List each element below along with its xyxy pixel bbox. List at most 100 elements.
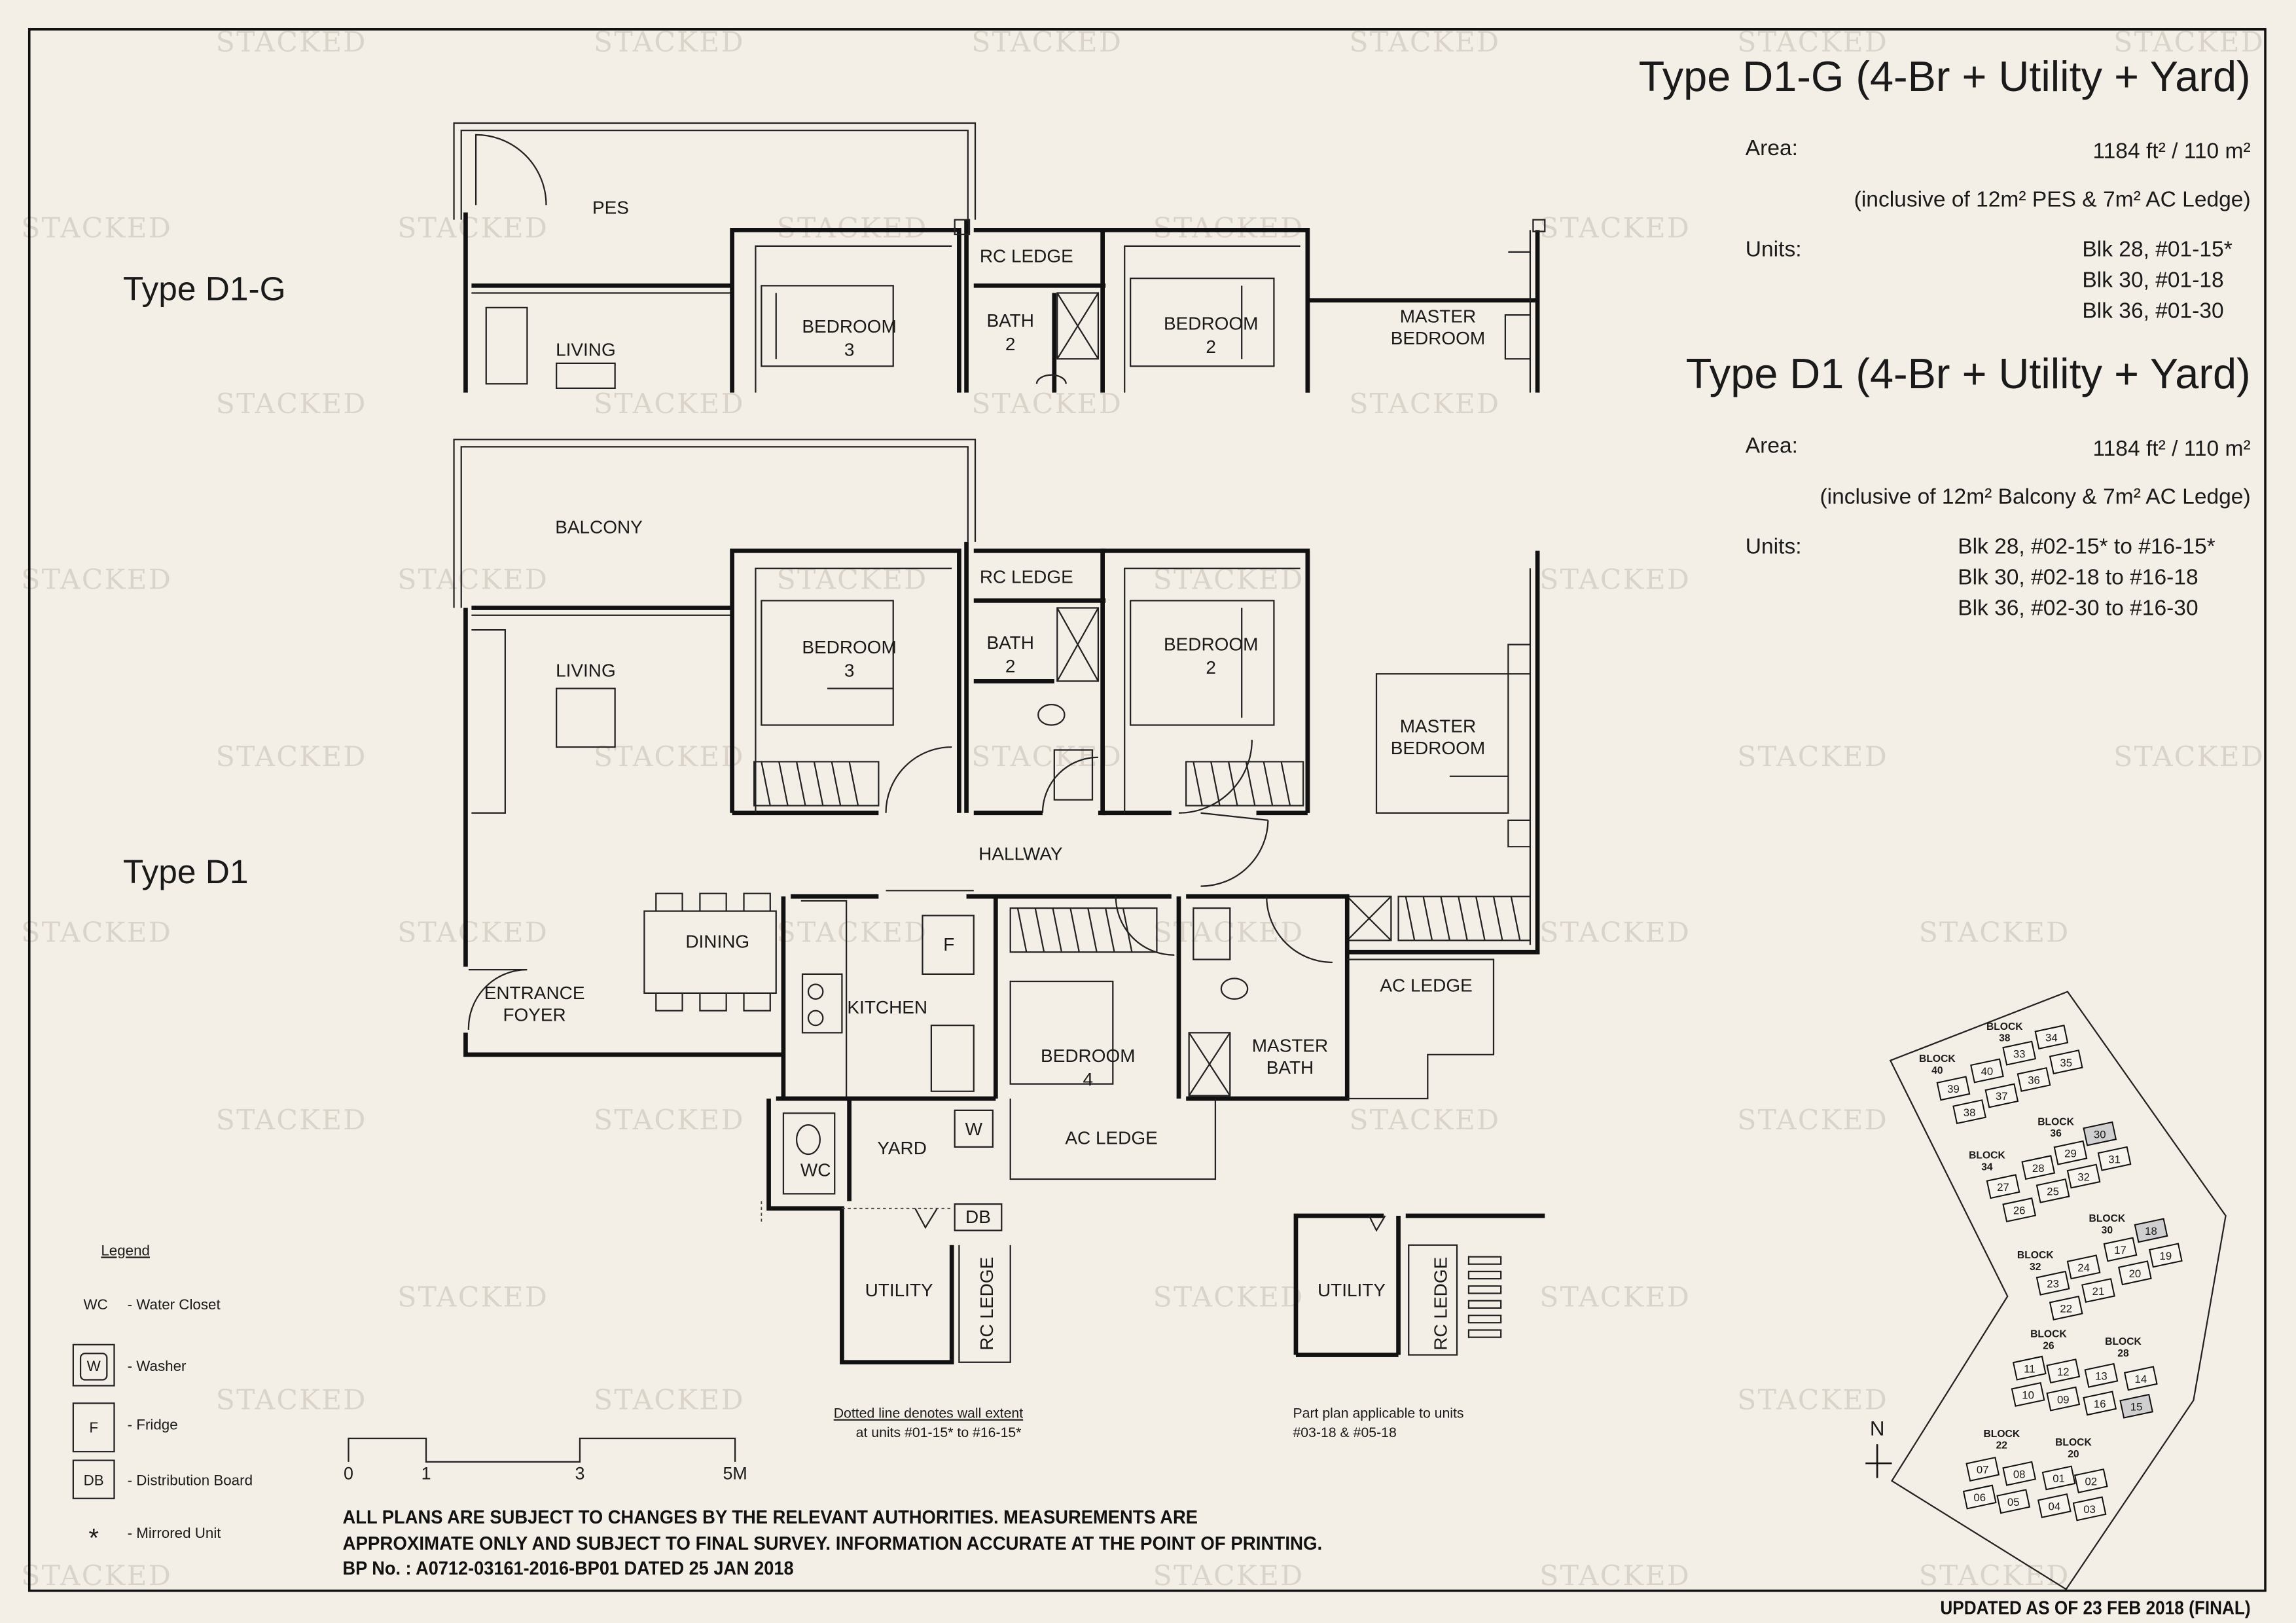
room-bedroom-4: BEDROOM [1041, 1046, 1135, 1066]
room-living: LIVING [556, 340, 616, 360]
site-unit-outline [2149, 1243, 2183, 1268]
site-unit-number: 02 [2085, 1476, 2097, 1488]
room-hallway: HALLWAY [978, 843, 1063, 864]
legend-label-fridge: - Fridge [128, 1417, 178, 1433]
site-unit-number: 30 [2094, 1128, 2106, 1140]
unit-line: Blk 28, #01-15* [2082, 238, 2232, 262]
washer-symbol: W [965, 1119, 983, 1139]
site-unit-outline [2119, 1393, 2154, 1419]
room-bedroom-2: BEDROOM [1164, 313, 1258, 333]
watermark: STACKED [1349, 1104, 1500, 1137]
type-d1-info: Type D1 (4-Br + Utility + Yard) Area: 11… [1686, 350, 2251, 621]
site-block-label: BLOCK [2017, 1250, 2054, 1261]
site-unit-number: 09 [2057, 1393, 2070, 1406]
watermark: STACKED [1539, 1282, 1691, 1314]
site-unit-number: 28 [2032, 1162, 2045, 1175]
site-unit-number: 39 [1947, 1083, 1960, 1095]
site-unit-outline [2021, 1155, 2056, 1180]
site-unit-outline [2034, 1025, 2069, 1050]
site-block-label: 40 [1931, 1065, 1943, 1076]
watermark: STACKED [1737, 741, 1888, 773]
area-label: Area: [1746, 433, 1798, 458]
unit-line: Blk 36, #02-30 to #16-30 [1958, 596, 2198, 621]
site-block-label: 30 [2102, 1225, 2113, 1236]
legend-label-wc: - Water Closet [128, 1296, 221, 1313]
watermark: STACKED [21, 1560, 172, 1592]
watermark: STACKED [1349, 388, 1500, 420]
type-d1g-title: Type D1-G (4-Br + Utility + Yard) [1639, 52, 2251, 100]
site-block-label: BLOCK [2037, 1116, 2074, 1127]
unit-line: Blk 28, #02-15* to #16-15* [1958, 535, 2215, 559]
plan-label-d1g: Type D1-G [123, 270, 286, 308]
room-master-bedroom-2: BEDROOM [1391, 328, 1485, 348]
watermark: STACKED [1539, 212, 1691, 244]
site-unit-number: 31 [2108, 1153, 2121, 1165]
watermark: STACKED [397, 1282, 548, 1314]
site-unit-outline [2041, 1465, 2076, 1491]
site-unit-outline [2049, 1295, 2083, 1321]
dotted-line-note: Dotted line denotes wall extent [834, 1406, 1024, 1421]
unit-line: Blk 30, #02-18 to #16-18 [1958, 566, 2198, 590]
site-unit-outline [2053, 1140, 2088, 1165]
site-unit-number: 04 [2049, 1501, 2061, 1513]
watermark: STACKED [216, 1384, 367, 1416]
site-unit-number: 21 [2092, 1285, 2105, 1298]
area-label: Area: [1746, 136, 1798, 160]
watermark: STACKED [1153, 1282, 1304, 1314]
site-unit-number: 14 [2135, 1373, 2147, 1385]
site-block-label: 38 [1999, 1033, 2011, 1044]
room-bedroom-4-num: 4 [1083, 1069, 1093, 1089]
site-unit-outline [2083, 1391, 2117, 1416]
area-value: 1184 ft² / 110 m² [2092, 139, 2250, 164]
site-block-label: 36 [2050, 1128, 2062, 1139]
site-unit-outline [1970, 1058, 2004, 1084]
site-unit-number: 13 [2095, 1370, 2108, 1383]
site-unit-number: 03 [2083, 1503, 2096, 1516]
room-bedroom-2-num: 2 [1206, 337, 1216, 357]
site-unit-number: 38 [1964, 1106, 1976, 1119]
site-block-label: BLOCK [1969, 1150, 2005, 1161]
area-note: (inclusive of 12m² Balcony & 7m² AC Ledg… [1820, 485, 2250, 509]
site-unit-outline [2036, 1270, 2070, 1296]
site-unit-outline [1996, 1489, 2031, 1514]
watermark: STACKED [1539, 1560, 1691, 1592]
site-block-label: BLOCK [2030, 1329, 2067, 1340]
site-unit-outline [1936, 1076, 1971, 1101]
room-balcony: BALCONY [555, 517, 643, 537]
north-label: N [1870, 1417, 1885, 1440]
site-unit-outline [2017, 1067, 2051, 1092]
site-unit-outline [1984, 1083, 2019, 1108]
site-unit-outline [2002, 1461, 2037, 1486]
room-bedroom-2-num: 2 [1206, 657, 1216, 678]
scale-tick: 5M [723, 1464, 747, 1484]
site-unit-number: 01 [2053, 1472, 2065, 1485]
site-block-label: BLOCK [1983, 1429, 2020, 1440]
updated-date: UPDATED AS OF 23 FEB 2018 (FINAL) [1940, 1598, 2250, 1619]
watermark: STACKED [21, 917, 172, 949]
legend-symbol-washer: W [87, 1358, 101, 1374]
scale-tick: 0 [344, 1464, 353, 1484]
part-plan-note: Part plan applicable to units [1293, 1406, 1463, 1421]
site-block-label: 22 [1996, 1440, 2008, 1451]
disclaimer-line: APPROXIMATE ONLY AND SUBJECT TO FINAL SU… [343, 1533, 1323, 1554]
type-d1g-info: Type D1-G (4-Br + Utility + Yard) Area: … [1639, 52, 2251, 323]
watermark: STACKED [1153, 917, 1304, 949]
site-unit-number: 36 [2028, 1074, 2040, 1087]
watermark: STACKED [594, 1384, 745, 1416]
room-rc-ledge-vertical: RC LEDGE [977, 1257, 997, 1351]
watermark: STACKED [971, 26, 1122, 58]
site-unit-number: 15 [2130, 1401, 2143, 1413]
site-unit-number: 34 [2045, 1032, 2058, 1044]
room-bath-2: BATH [986, 632, 1033, 653]
watermark: STACKED [2113, 26, 2265, 58]
site-unit-outline [2097, 1146, 2132, 1171]
site-block-label: BLOCK [2089, 1213, 2126, 1224]
site-unit-outline [1965, 1457, 2000, 1482]
site-unit-number: 33 [2013, 1048, 2026, 1060]
room-bedroom-2: BEDROOM [1164, 634, 1258, 654]
units-label: Units: [1746, 535, 1802, 559]
site-unit-number: 20 [2129, 1267, 2142, 1280]
site-block-label: 32 [2030, 1262, 2041, 1273]
units-label: Units: [1746, 238, 1802, 262]
site-unit-number: 05 [2007, 1496, 2020, 1508]
